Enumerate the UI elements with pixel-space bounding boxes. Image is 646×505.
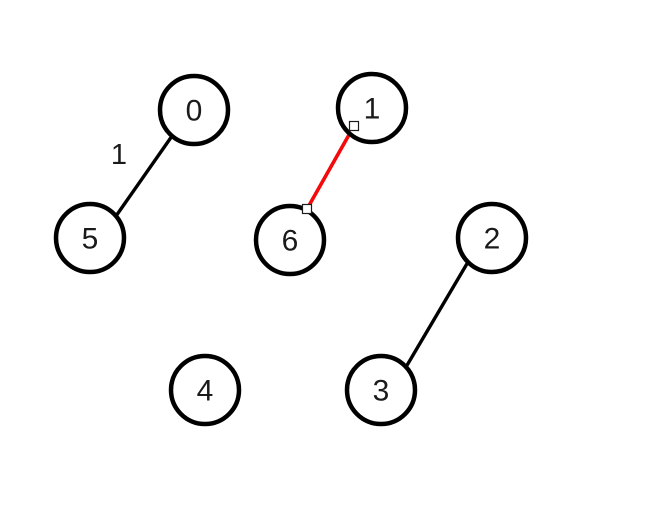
node-1-label: 1: [364, 93, 381, 126]
node-3-label: 3: [373, 375, 390, 408]
edge-labels-layer: 1: [111, 139, 127, 171]
edge-label-5-0: 1: [111, 139, 127, 171]
node-1[interactable]: 1: [335, 71, 409, 145]
edge-6-1-selected[interactable]: [305, 125, 356, 210]
edge-3-2[interactable]: [404, 261, 470, 368]
edge-handle-target[interactable]: [348, 120, 360, 132]
edge-5-0[interactable]: [114, 135, 174, 217]
node-3-circle[interactable]: [344, 353, 418, 427]
node-5-circle[interactable]: [53, 201, 127, 275]
node-5-label: 5: [82, 223, 99, 256]
node-6[interactable]: 6: [253, 203, 327, 277]
node-3[interactable]: 3: [344, 353, 418, 427]
edges-layer: [114, 125, 470, 368]
node-5[interactable]: 5: [53, 201, 127, 275]
node-4[interactable]: 4: [168, 353, 242, 427]
nodes-layer: 0 1 2 3 4 5: [53, 71, 529, 427]
node-6-label: 6: [282, 225, 299, 258]
selection-handles-layer: [301, 120, 360, 215]
node-0-label: 0: [186, 95, 203, 128]
node-0[interactable]: 0: [157, 73, 231, 147]
node-2-circle[interactable]: [455, 201, 529, 275]
node-2[interactable]: 2: [455, 201, 529, 275]
node-0-circle[interactable]: [157, 73, 231, 147]
node-6-circle[interactable]: [253, 203, 327, 277]
node-4-label: 4: [197, 375, 214, 408]
node-2-label: 2: [484, 223, 501, 256]
node-4-circle[interactable]: [168, 353, 242, 427]
edge-handle-source[interactable]: [301, 203, 313, 215]
